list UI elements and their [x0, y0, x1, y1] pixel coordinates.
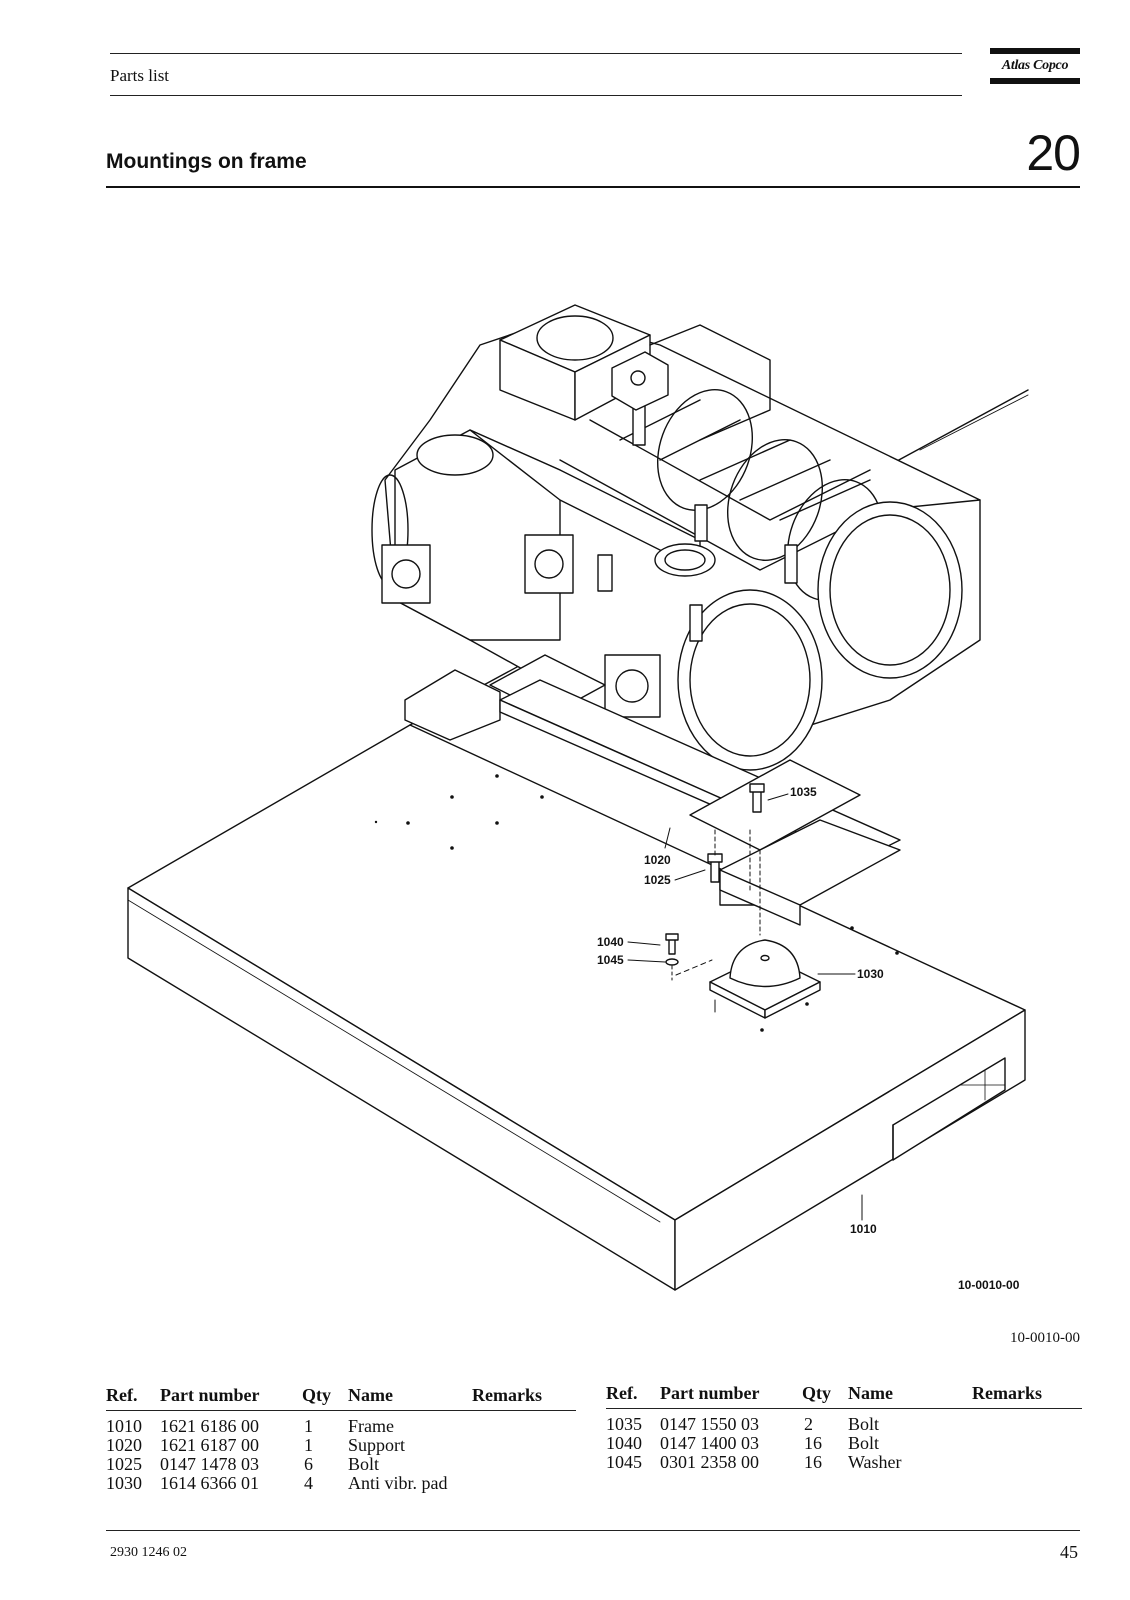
col-name: Name	[348, 1385, 472, 1411]
callout-1030: 1030	[857, 967, 884, 981]
col-part-number: Part number	[660, 1383, 802, 1409]
logo-bar-top	[990, 48, 1080, 54]
footer-page-number: 45	[1060, 1542, 1078, 1562]
cell-part-number: 1614 6366 01	[160, 1473, 259, 1493]
bolt-1035	[749, 783, 765, 813]
header-title: Parts list	[110, 66, 170, 85]
table-row: 1045 0301 2358 00 16 Washer	[606, 1453, 1082, 1472]
callout-1025: 1025	[644, 873, 671, 887]
section-rule	[106, 186, 1080, 188]
callout-1045: 1045	[597, 953, 624, 967]
parts-table-right: Ref. Part number Qty Name Remarks 1035 0…	[606, 1383, 1082, 1472]
figure-reference: 10-0010-00	[1010, 1330, 1080, 1346]
col-qty: Qty	[302, 1385, 348, 1411]
footer-doc-number: 2930 1246 02	[110, 1545, 187, 1560]
exploded-view-drawing: 1035 1020 1025 1040 1045 1030 1010 10-00…	[127, 304, 1029, 1292]
table-row: 1025 0147 1478 03 6 Bolt	[106, 1455, 576, 1474]
callout-1010: 1010	[850, 1222, 877, 1236]
callout-leaders	[627, 793, 863, 1221]
table-row: 1030 1614 6366 01 4 Anti vibr. pad	[106, 1474, 576, 1493]
cell-remarks	[972, 1409, 1082, 1435]
table-row: 1035 0147 1550 03 2 Bolt	[606, 1409, 1082, 1435]
drawing-code: 10-0010-00	[958, 1278, 1020, 1292]
col-qty: Qty	[802, 1383, 848, 1409]
cell-ref: 1030	[106, 1473, 142, 1493]
logo-text: Atlas Copco	[1001, 58, 1069, 73]
cell-remarks	[472, 1455, 576, 1474]
parts-table-left: Ref. Part number Qty Name Remarks 1010 1…	[106, 1385, 576, 1493]
cell-name: Bolt	[848, 1414, 880, 1434]
cell-name: Washer	[848, 1452, 902, 1472]
parts-header-row: Ref. Part number Qty Name Remarks	[106, 1385, 576, 1411]
table-row: 1020 1621 6187 00 1 Support	[106, 1436, 576, 1455]
compressor-element	[371, 304, 981, 771]
section-title: Mountings on frame	[106, 150, 307, 173]
cell-ref: 1040	[606, 1433, 642, 1453]
cell-qty: 16	[804, 1452, 822, 1472]
col-remarks: Remarks	[972, 1383, 1082, 1409]
brand-logo: Atlas Copco	[990, 48, 1080, 84]
cell-ref: 1045	[606, 1452, 642, 1472]
col-ref: Ref.	[606, 1383, 660, 1409]
cell-qty: 1	[304, 1435, 313, 1455]
callout-1035: 1035	[790, 785, 817, 799]
anti-vibration-pad	[709, 939, 821, 1019]
section-number: 20	[1026, 125, 1081, 181]
cell-part-number: 1621 6186 00	[160, 1416, 259, 1436]
footer-rule	[106, 1530, 1080, 1531]
cell-name: Support	[348, 1435, 406, 1455]
callout-1020: 1020	[644, 853, 671, 867]
cell-qty: 6	[304, 1454, 313, 1474]
cell-ref: 1025	[106, 1454, 142, 1474]
cell-remarks	[472, 1474, 576, 1493]
col-part-number: Part number	[160, 1385, 302, 1411]
cell-qty: 16	[804, 1433, 822, 1453]
cell-qty: 1	[304, 1416, 313, 1436]
col-name: Name	[848, 1383, 972, 1409]
support-bracket	[404, 654, 901, 936]
col-remarks: Remarks	[472, 1385, 576, 1411]
cell-part-number: 0301 2358 00	[660, 1452, 759, 1472]
header-top-rule	[110, 53, 962, 54]
col-ref: Ref.	[106, 1385, 160, 1411]
cell-part-number: 0147 1400 03	[660, 1433, 759, 1453]
cell-remarks	[472, 1436, 576, 1455]
cell-part-number: 0147 1550 03	[660, 1414, 759, 1434]
parts-header-row: Ref. Part number Qty Name Remarks	[606, 1383, 1082, 1409]
cell-remarks	[472, 1411, 576, 1437]
logo-bar-bottom	[990, 78, 1080, 84]
cell-name: Frame	[348, 1416, 394, 1436]
header-bottom-rule	[110, 95, 962, 96]
bolt-1025	[707, 829, 723, 883]
table-row: 1040 0147 1400 03 16 Bolt	[606, 1434, 1082, 1453]
cell-ref: 1010	[106, 1416, 142, 1436]
cell-remarks	[972, 1453, 1082, 1472]
cell-name: Bolt	[348, 1454, 380, 1474]
callout-1040: 1040	[597, 935, 624, 949]
cell-remarks	[972, 1434, 1082, 1453]
cell-ref: 1035	[606, 1414, 642, 1434]
cell-ref: 1020	[106, 1435, 142, 1455]
table-row: 1010 1621 6186 00 1 Frame	[106, 1411, 576, 1437]
cell-name: Bolt	[848, 1433, 880, 1453]
cell-qty: 2	[804, 1414, 813, 1434]
cell-part-number: 1621 6187 00	[160, 1435, 259, 1455]
cell-part-number: 0147 1478 03	[160, 1454, 259, 1474]
cell-qty: 4	[304, 1473, 313, 1493]
cell-name: Anti vibr. pad	[348, 1473, 448, 1493]
bolt-1040-washer-1045	[665, 933, 713, 981]
